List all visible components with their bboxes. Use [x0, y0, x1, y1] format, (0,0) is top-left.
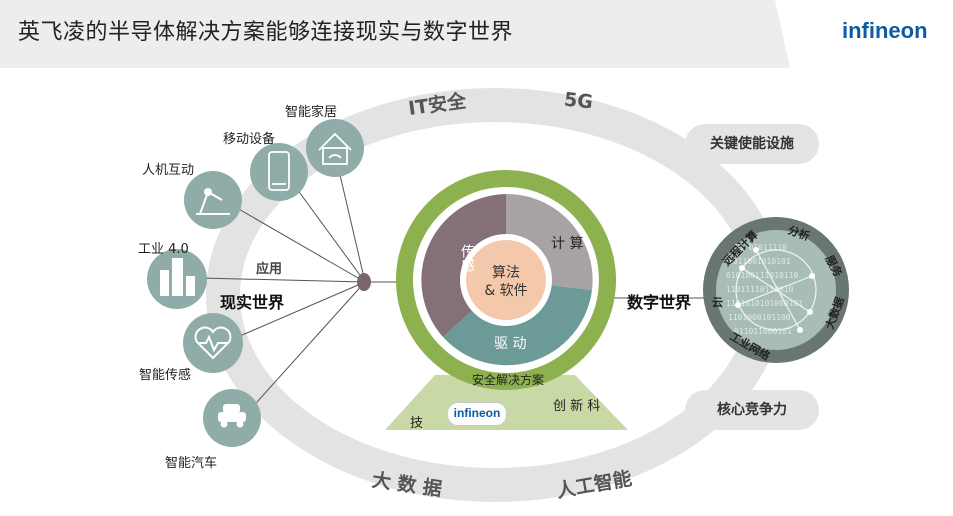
svg-text:1101000101100: 1101000101100 [728, 313, 791, 322]
robot-arm-icon [196, 188, 230, 215]
svg-text:10 01011110: 10 01011110 [734, 243, 787, 252]
car-icon [218, 404, 246, 428]
base-logo-badge: infineon [447, 402, 507, 426]
segment-label-compute: 计 算 [551, 236, 584, 252]
segment-label-sensing: 传感 [459, 244, 475, 272]
core-center-label: 算法 & 软件 [466, 264, 546, 300]
core-center-line1: 算法 [492, 265, 520, 281]
label-smart-home: 智能家居 [285, 105, 338, 120]
phone-icon [268, 151, 290, 191]
label-tech-left: 技 [410, 416, 424, 431]
label-industry-40: 工业 4.0 [138, 242, 189, 257]
svg-text:011011000101: 011011000101 [734, 327, 792, 336]
core-center-line2: & 软件 [484, 283, 528, 299]
label-mobile-devices: 移动设备 [223, 132, 276, 147]
heart-icon [194, 326, 232, 360]
smart-sensor-circle [183, 313, 243, 373]
label-secure-solutions: 安全解决方案 [472, 373, 545, 387]
svg-text:1101010101000101: 1101010101000101 [726, 299, 803, 308]
network-lines [735, 249, 817, 331]
network-nodes [735, 247, 815, 333]
house-icon [318, 132, 352, 165]
infineon-logo[interactable]: infineon [842, 18, 928, 43]
label-smart-car: 智能汽车 [165, 456, 218, 471]
svg-text:11011110110010: 11011110110010 [726, 285, 794, 294]
svg-text:010100111010110: 010100111010110 [726, 271, 798, 280]
label-applications: 应用 [256, 262, 283, 277]
ring-label-5g: 5G [562, 88, 594, 114]
label-tech-right: 创 新 科 [553, 399, 601, 414]
hmi-circle [184, 171, 242, 229]
digital-label-cloud: 云 [712, 296, 723, 309]
segment-label-drive: 驱 动 [494, 336, 527, 352]
buildings-icon [160, 258, 195, 296]
page-title: 英飞凌的半导体解决方案能够连接现实与数字世界 [18, 20, 514, 45]
header-band: 英飞凌的半导体解决方案能够连接现实与数字世界 infineon [0, 0, 953, 68]
core-center-circle [466, 240, 546, 320]
base-logo-text: infineon [453, 406, 501, 420]
pill-core-competence: 核心竞争力 [685, 390, 819, 430]
base-platform [385, 375, 628, 430]
label-real-world: 现实世界 [220, 293, 285, 312]
header-background [0, 0, 953, 68]
label-hmi: 人机互动 [142, 163, 195, 178]
mobile-circle [250, 143, 308, 201]
binary-pattern: 10 01011110 1011001010101 01010011101011… [726, 243, 803, 336]
hub-dot [357, 273, 371, 291]
pill-key-infrastructure: 关键使能设施 [685, 124, 819, 164]
label-smart-sensor: 智能传感 [139, 368, 192, 383]
label-digital-world: 数字世界 [627, 293, 692, 312]
svg-text:1011001010101: 1011001010101 [728, 257, 791, 266]
